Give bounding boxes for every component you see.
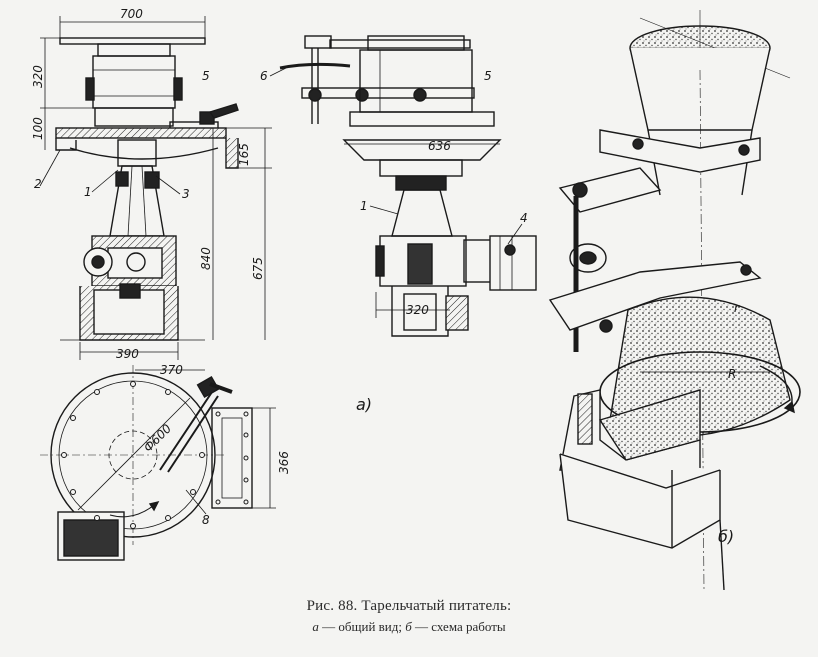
plan-bolt-holes xyxy=(61,381,249,529)
figure-caption-title: Рис. 88. Тарельчатый питатель: xyxy=(306,598,512,614)
dim-840-vertical: 840 xyxy=(199,247,213,270)
dim-370: 370 xyxy=(160,363,183,377)
caption-legend-a: а xyxy=(312,619,319,634)
operation-scheme-view xyxy=(548,10,801,591)
part-labels: 1 2 3 5 6 5 1 4 8 R r xyxy=(34,67,740,527)
dim-636: 636 xyxy=(428,139,451,153)
caption-legend-b-text: — схема работы xyxy=(411,619,506,634)
dim-675-vertical: 675 xyxy=(251,257,265,280)
part-label-1-middle: 1 xyxy=(360,199,368,213)
dim-700: 700 xyxy=(120,7,143,21)
part-label-5-middle: 5 xyxy=(484,69,492,83)
dim-100-vertical: 100 xyxy=(31,117,45,140)
radius-label-r: r xyxy=(734,301,740,315)
part-label-5-left: 5 xyxy=(202,69,210,83)
figure-caption-legend: а — общий вид; б — схема работы xyxy=(0,619,818,635)
dim-390: 390 xyxy=(116,347,139,361)
front-section-view xyxy=(40,16,272,360)
part-label-8: 8 xyxy=(202,513,210,527)
plan-view xyxy=(40,365,276,561)
part-label-1: 1 xyxy=(84,185,92,199)
dim-320-vertical: 320 xyxy=(31,65,45,88)
view-label-a: а) xyxy=(356,395,372,414)
radius-label-R: R xyxy=(728,367,736,381)
dim-165-vertical: 165 xyxy=(237,143,251,166)
side-elevation-view xyxy=(279,35,537,337)
part-label-6: 6 xyxy=(260,69,268,83)
dim-320: 320 xyxy=(406,303,429,317)
caption-legend-b: б xyxy=(405,619,412,634)
caption-legend-a-text: — общий вид; xyxy=(318,619,406,634)
dim-366-vertical: 366 xyxy=(277,451,291,474)
part-label-3: 3 xyxy=(182,187,190,201)
dim-diameter-600: Ф600 xyxy=(141,421,175,455)
view-labels: а) б) xyxy=(356,395,734,546)
part-label-2: 2 xyxy=(34,177,42,191)
part-label-4: 4 xyxy=(520,211,528,225)
view-label-b: б) xyxy=(718,527,734,546)
